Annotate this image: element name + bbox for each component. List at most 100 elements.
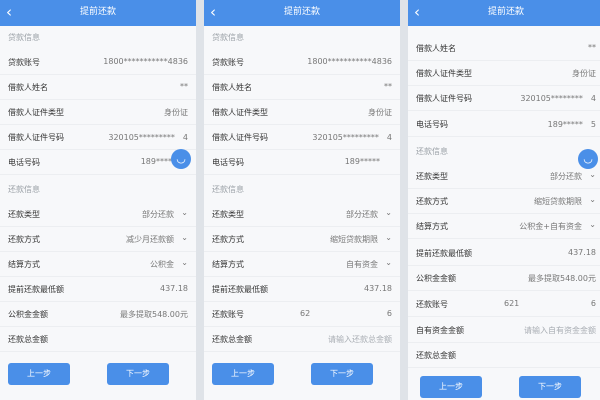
row-repay-type[interactable]: 还款类型 部分还款 ⌄ bbox=[204, 202, 400, 227]
chevron-down-icon[interactable]: ⌄ bbox=[589, 195, 596, 204]
page-title: 提前还款 bbox=[487, 7, 524, 17]
row-label: 公积金金额 bbox=[416, 274, 456, 283]
row-label: 结算方式 bbox=[8, 260, 40, 269]
total-amount-input[interactable]: 请输入还款总金额 bbox=[328, 335, 392, 344]
row-value: ** bbox=[588, 43, 596, 52]
row-label: 结算方式 bbox=[212, 260, 244, 269]
row-value: 320105********* 4 bbox=[312, 133, 392, 142]
row-own-funds[interactable]: 自有资金金额 请输入自有资金金额 bbox=[408, 318, 600, 343]
row-value: 减少月还款额 bbox=[126, 235, 174, 244]
row-repay-account: 还款账号 621 6 bbox=[408, 292, 600, 317]
row-min-amount: 提前还款最低额 437.18 bbox=[204, 277, 400, 302]
row-total-amount[interactable]: 还款总金额 请输入还款总金额 bbox=[204, 327, 400, 352]
row-label: 还款总金额 bbox=[416, 351, 456, 360]
row-total-amount[interactable]: 还款总金额 bbox=[408, 343, 600, 368]
phone-screen-1: ‹ 提前还款 贷款信息 贷款账号 1800***********4836 借款人… bbox=[0, 0, 196, 400]
row-value: 自有资金 bbox=[346, 260, 378, 269]
row-value: 189***** bbox=[140, 157, 176, 166]
row-total-amount[interactable]: 还款总金额 bbox=[0, 327, 196, 352]
row-value: 320105********* 4 bbox=[108, 133, 188, 142]
row-repay-method[interactable]: 还款方式 缩短贷款期限 ⌄ bbox=[408, 189, 600, 214]
row-settle-method[interactable]: 结算方式 公积金 ⌄ bbox=[0, 252, 196, 277]
row-repay-account: 还款账号 62 6 bbox=[204, 302, 400, 327]
row-label: 贷款账号 bbox=[8, 58, 40, 67]
row-label: 公积金金额 bbox=[8, 310, 48, 319]
chevron-down-icon[interactable]: ⌄ bbox=[181, 258, 188, 267]
row-label: 电话号码 bbox=[416, 120, 448, 129]
row-value: 身份证 bbox=[368, 108, 392, 117]
row-loan-account: 贷款账号 1800***********4836 bbox=[204, 50, 400, 75]
row-min-amount: 提前还款最低额 437.18 bbox=[0, 277, 196, 302]
row-value-prefix: 62 bbox=[300, 309, 311, 318]
row-value: ** bbox=[384, 82, 392, 91]
phone-screen-2: ‹ 提前还款 贷款信息 贷款账号 1800***********4836 借款人… bbox=[204, 0, 400, 400]
row-label: 提前还款最低额 bbox=[8, 285, 64, 294]
row-id-type: 借款人证件类型 身份证 bbox=[0, 100, 196, 125]
row-label: 结算方式 bbox=[416, 222, 448, 231]
next-step-button[interactable]: 下一步 bbox=[519, 376, 581, 398]
eye-toggle-icon[interactable]: ◡ bbox=[578, 149, 598, 169]
row-fund-amount[interactable]: 公积金金额 最多提取548.00元 bbox=[0, 302, 196, 327]
own-funds-input[interactable]: 请输入自有资金金额 bbox=[524, 326, 596, 335]
page-title: 提前还款 bbox=[283, 7, 320, 17]
chevron-down-icon[interactable]: ⌄ bbox=[589, 170, 596, 179]
row-repay-method[interactable]: 还款方式 减少月还款额 ⌄ bbox=[0, 227, 196, 252]
section-repay-info: 还款信息 bbox=[416, 147, 448, 156]
row-repay-type[interactable]: 还款类型 部分还款 ⌄ bbox=[0, 202, 196, 227]
row-label: 提前还款最低额 bbox=[212, 285, 268, 294]
row-label: 贷款账号 bbox=[212, 58, 244, 67]
row-value: 437.18 bbox=[364, 284, 392, 293]
row-label: 借款人姓名 bbox=[8, 83, 48, 92]
row-id-number: 借款人证件号码 320105********* 4 bbox=[0, 125, 196, 150]
row-label: 借款人证件号码 bbox=[416, 94, 472, 103]
row-id-number: 借款人证件号码 320105******** 4 bbox=[408, 86, 600, 111]
eye-toggle-icon[interactable]: ◡ bbox=[171, 149, 191, 169]
chevron-down-icon[interactable]: ⌄ bbox=[385, 233, 392, 242]
row-value: 部分还款 bbox=[550, 172, 582, 181]
row-value: 6 bbox=[386, 309, 392, 318]
page-title: 提前还款 bbox=[79, 7, 116, 17]
next-step-button[interactable]: 下一步 bbox=[311, 363, 373, 385]
row-value: 189***** 5 bbox=[547, 120, 596, 129]
chevron-down-icon[interactable]: ⌄ bbox=[181, 208, 188, 217]
row-value: 部分还款 bbox=[142, 210, 174, 219]
row-label: 借款人证件类型 bbox=[416, 69, 472, 78]
prev-step-button[interactable]: 上一步 bbox=[212, 363, 274, 385]
row-id-type: 借款人证件类型 身份证 bbox=[408, 61, 600, 86]
row-label: 提前还款最低额 bbox=[416, 249, 472, 258]
row-repay-type[interactable]: 还款类型 部分还款 ⌄ bbox=[408, 164, 600, 189]
row-value: 最多提取548.00元 bbox=[528, 274, 596, 283]
header-bar: ‹ 提前还款 bbox=[0, 0, 196, 26]
row-settle-method[interactable]: 结算方式 公积金+自有资金 ⌄ bbox=[408, 214, 600, 239]
chevron-down-icon[interactable]: ⌄ bbox=[385, 258, 392, 267]
chevron-down-icon[interactable]: ⌄ bbox=[589, 220, 596, 229]
header-bar: ‹ 提前还款 bbox=[204, 0, 400, 26]
row-value: 最多提取548.00元 bbox=[120, 310, 188, 319]
prev-step-button[interactable]: 上一步 bbox=[420, 376, 482, 398]
row-value: ** bbox=[180, 82, 188, 91]
back-arrow-icon[interactable]: ‹ bbox=[414, 3, 420, 21]
next-step-button[interactable]: 下一步 bbox=[107, 363, 169, 385]
phone-screen-3: ‹ 提前还款 借款人姓名 ** 借款人证件类型 身份证 借款人证件号码 3201… bbox=[408, 0, 600, 400]
row-value: 身份证 bbox=[572, 69, 596, 78]
chevron-down-icon[interactable]: ⌄ bbox=[181, 233, 188, 242]
row-loan-account: 贷款账号 1800***********4836 bbox=[0, 50, 196, 75]
row-label: 借款人证件号码 bbox=[212, 133, 268, 142]
row-id-number: 借款人证件号码 320105********* 4 bbox=[204, 125, 400, 150]
row-phone: 电话号码 189***** bbox=[204, 150, 400, 175]
row-label: 借款人姓名 bbox=[416, 44, 456, 53]
row-label: 还款类型 bbox=[212, 210, 244, 219]
row-label: 借款人证件类型 bbox=[8, 108, 64, 117]
row-value: 189***** bbox=[344, 157, 380, 166]
section-loan-info: 贷款信息 bbox=[8, 33, 40, 42]
row-fund-amount[interactable]: 公积金金额 最多提取548.00元 bbox=[408, 266, 600, 291]
back-arrow-icon[interactable]: ‹ bbox=[210, 3, 216, 21]
chevron-down-icon[interactable]: ⌄ bbox=[385, 208, 392, 217]
row-value: 1800***********4836 bbox=[103, 57, 188, 66]
back-arrow-icon[interactable]: ‹ bbox=[6, 3, 12, 21]
row-settle-method[interactable]: 结算方式 自有资金 ⌄ bbox=[204, 252, 400, 277]
row-repay-method[interactable]: 还款方式 缩短贷款期限 ⌄ bbox=[204, 227, 400, 252]
row-value-prefix: 621 bbox=[504, 299, 520, 308]
prev-step-button[interactable]: 上一步 bbox=[8, 363, 70, 385]
section-repay-info: 还款信息 bbox=[212, 185, 244, 194]
